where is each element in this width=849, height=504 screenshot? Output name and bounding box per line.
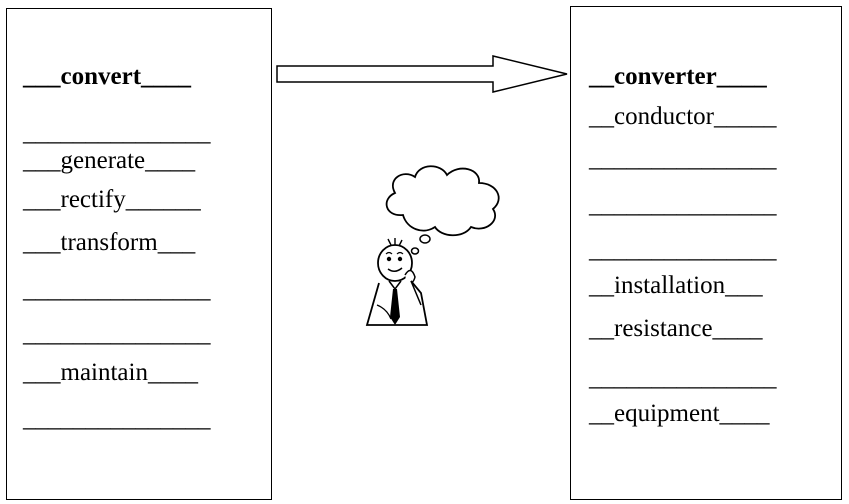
- left-line-8: ___maintain____: [23, 359, 198, 386]
- left-line-6: _______________: [23, 276, 211, 303]
- left-line-5: ___transform___: [23, 229, 196, 256]
- right-line-9: __equipment____: [589, 400, 770, 427]
- right-line-5: _______________: [589, 236, 777, 263]
- right-line-4: _______________: [589, 191, 777, 218]
- right-arrow-icon: [276, 55, 568, 93]
- left-line-7: _______________: [23, 320, 211, 347]
- right-line-8: _______________: [589, 364, 777, 391]
- left-line-1: ___convert____: [23, 63, 192, 90]
- left-line-9: _______________: [23, 405, 211, 432]
- left-word-box: ___convert____ _______________ ___genera…: [6, 8, 272, 500]
- left-line-3: ___generate____: [23, 147, 196, 174]
- thinking-man-icon: [365, 165, 500, 326]
- left-line-2: _______________: [23, 119, 211, 146]
- right-word-box: __converter____ __conductor_____ _______…: [570, 6, 842, 500]
- right-line-1: __converter____: [589, 63, 767, 90]
- right-line-2: __conductor_____: [589, 103, 777, 130]
- right-line-6: __installation___: [589, 272, 763, 299]
- right-line-3: _______________: [589, 145, 777, 172]
- right-line-7: __resistance____: [589, 315, 763, 342]
- left-line-4: ___rectify______: [23, 186, 201, 213]
